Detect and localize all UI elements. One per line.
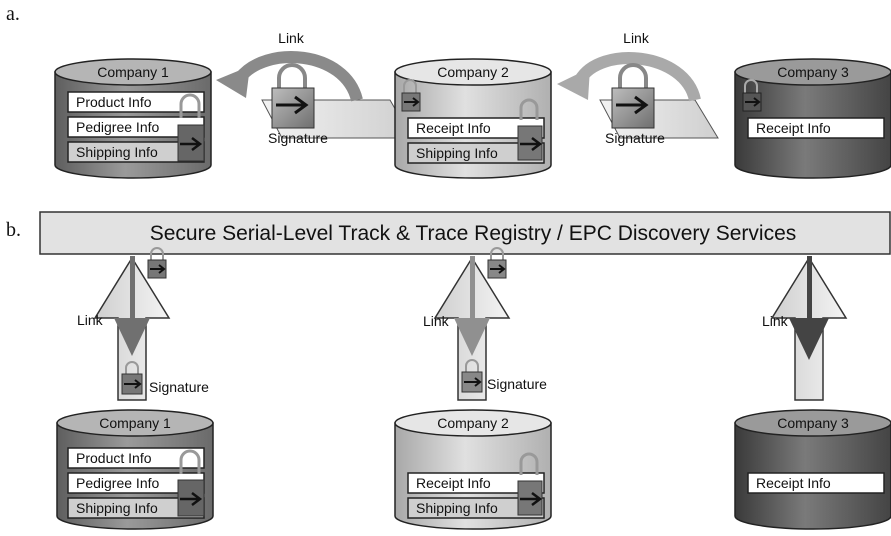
- info-box: [407, 117, 545, 139]
- padlock-icon: [401, 79, 421, 112]
- info-box-label: Shipping Info: [76, 500, 158, 516]
- padlock-icon: [611, 63, 655, 129]
- link-label: Link: [623, 30, 650, 46]
- link-arrow-icon: [114, 318, 150, 356]
- panel-a-company-3: Company 3 Receipt Info: [734, 58, 891, 179]
- padlock-icon: [121, 361, 143, 395]
- info-box-label: Pedigree Info: [76, 119, 159, 135]
- signature-label: Signature: [487, 376, 547, 392]
- info-box-label: Receipt Info: [756, 120, 831, 136]
- info-box-label: Shipping Info: [416, 145, 498, 161]
- info-box: [67, 91, 205, 113]
- company-name: Company 2: [437, 64, 509, 80]
- panel-a-label: a.: [6, 3, 20, 25]
- info-box-label: Receipt Info: [756, 475, 831, 491]
- signature-arrow-icon: [276, 95, 309, 115]
- padlock-icon: [461, 359, 483, 393]
- padlock-icon: [487, 247, 507, 279]
- panel-b-connector-2: Link Signature: [423, 247, 547, 401]
- info-box: [407, 472, 545, 494]
- link-label: Link: [423, 313, 450, 329]
- info-box: [67, 447, 205, 469]
- info-box-label: Receipt Info: [416, 120, 491, 136]
- panel-b-company-3: Company 3 Receipt Info: [734, 409, 891, 530]
- panel-b-connector-1: Link Signature: [77, 247, 209, 401]
- padlock-icon: [177, 449, 205, 517]
- signature-label: Signature: [268, 130, 328, 146]
- info-box-label: Product Info: [76, 94, 152, 110]
- padlock-icon: [271, 63, 315, 129]
- padlock-icon: [742, 79, 762, 112]
- panel-a-company-1: Company 1 Product Info Pedigree Info Shi…: [54, 58, 212, 179]
- info-box: [407, 497, 545, 519]
- info-box-label: Product Info: [76, 450, 152, 466]
- signature-label: Signature: [605, 130, 665, 146]
- panel-b-company-1: Company 1 Product Info Pedigree Info Shi…: [56, 409, 214, 530]
- panel-b-connector-3: Link: [762, 256, 848, 401]
- padlock-icon: [517, 98, 543, 161]
- info-box: [407, 142, 545, 164]
- info-box: [747, 472, 885, 494]
- info-box-label: Shipping Info: [76, 144, 158, 160]
- company-name: Company 3: [777, 64, 849, 80]
- link-label: Link: [762, 313, 789, 329]
- registry-title: Secure Serial-Level Track & Trace Regist…: [150, 222, 797, 245]
- panel-a-link-1: Link Signature: [216, 30, 413, 146]
- registry-bar: Secure Serial-Level Track & Trace Regist…: [39, 211, 891, 255]
- info-box-label: Receipt Info: [416, 475, 491, 491]
- link-arrow-icon: [789, 318, 829, 360]
- link-arrow-icon: [454, 318, 490, 356]
- info-box-label: Shipping Info: [416, 500, 498, 516]
- link-label: Link: [278, 30, 305, 46]
- panel-b-company-2: Company 2 Receipt Info Shipping Info: [394, 409, 552, 530]
- company-name: Company 3: [777, 415, 849, 431]
- padlock-icon: [517, 452, 543, 516]
- link-label: Link: [77, 312, 104, 328]
- company-name: Company 1: [99, 415, 171, 431]
- link-arrow-icon: [216, 66, 250, 98]
- signature-arrow-icon: [616, 95, 649, 115]
- padlock-icon: [177, 93, 205, 162]
- panel-a-link-2: Link Signature: [557, 30, 719, 146]
- signature-label: Signature: [149, 379, 209, 395]
- panel-a-company-2: Company 2 Receipt Info Shipping Info: [394, 58, 552, 179]
- padlock-icon: [147, 247, 167, 279]
- info-box: [747, 117, 885, 139]
- panel-b-label: b.: [6, 219, 21, 241]
- link-arrow-icon: [557, 68, 590, 100]
- info-box-label: Pedigree Info: [76, 475, 159, 491]
- company-name: Company 2: [437, 415, 509, 431]
- company-name: Company 1: [97, 64, 169, 80]
